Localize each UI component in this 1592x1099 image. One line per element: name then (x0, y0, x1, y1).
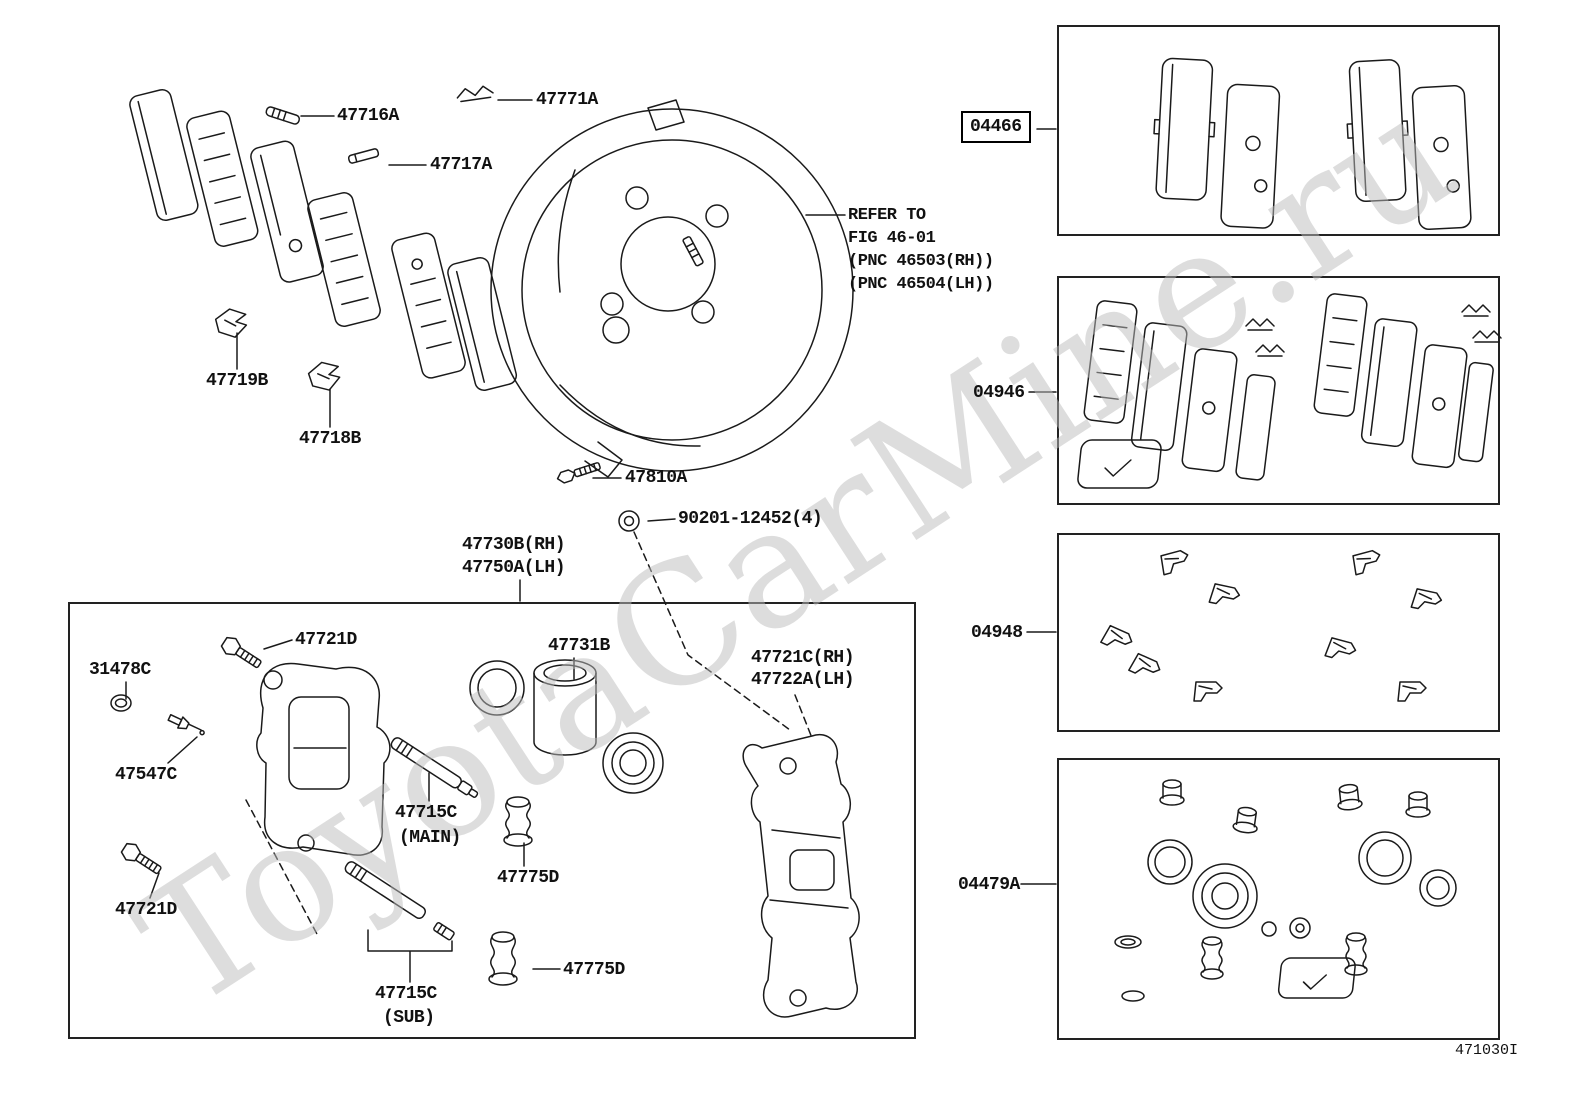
part-label-47721d-upper[interactable]: 47721D (295, 630, 357, 650)
pad-clip-47718B-drawing (307, 361, 341, 391)
kit-box-04948 (1057, 533, 1500, 732)
front-brake-pads-drawing (129, 88, 518, 391)
part-label-47775d-lower[interactable]: 47775D (563, 960, 625, 980)
part-label-47716a[interactable]: 47716A (337, 106, 399, 126)
leader-lines (125, 99, 1057, 983)
part-label-47718b[interactable]: 47718B (299, 429, 361, 449)
boot-47775D-lower-drawing (488, 931, 518, 986)
part-label-47731b[interactable]: 47731B (548, 636, 610, 656)
part-label-47715c-main[interactable]: 47715C (395, 803, 457, 823)
part-label-90201-12452[interactable]: 90201-12452(4) (678, 509, 823, 529)
kit-box-04466 (1057, 25, 1500, 236)
part-label-47730b-rh[interactable]: 47730B(RH) (462, 535, 566, 555)
piston-and-seals-drawing (469, 659, 664, 794)
part-label-47750a-lh[interactable]: 47750A(LH) (462, 558, 566, 578)
refer-note-line-3: (PNC 46503(RH)) (848, 252, 994, 271)
part-label-47719b[interactable]: 47719B (206, 371, 268, 391)
part-label-47721d-lower[interactable]: 47721D (115, 900, 177, 920)
kit-04466-pads-drawing (1153, 57, 1472, 231)
washer-90201-drawing (618, 510, 640, 532)
refer-note-line-1: REFER TO (848, 206, 926, 225)
bolt-47721D-upper-drawing (220, 636, 262, 669)
part-label-47547c[interactable]: 47547C (115, 765, 177, 785)
slide-pin-main-drawing (390, 737, 479, 798)
kit-label-04946[interactable]: 04946 (973, 383, 1025, 403)
kit-box-04946 (1057, 276, 1500, 505)
slide-pin-sub-drawing (344, 861, 426, 920)
backing-plate-drawing (490, 99, 854, 478)
kit-04479A-seal-kit-drawing (1114, 779, 1457, 1002)
pad-clip-47771A-drawing (456, 85, 494, 103)
part-label-47771a[interactable]: 47771A (536, 90, 598, 110)
part-label-47717a[interactable]: 47717A (430, 155, 492, 175)
caliper-bracket-drawing (742, 733, 860, 1018)
part-label-31478c[interactable]: 31478C (89, 660, 151, 680)
kit-04948-fittings-drawing (1100, 549, 1443, 702)
boot-47775D-upper-drawing (503, 796, 533, 847)
refer-note: REFER TO FIG 46-01 (PNC 46503(RH)) (PNC … (848, 204, 994, 296)
kit-04946-contents-drawing (1077, 293, 1502, 489)
kit-box-04479A (1057, 758, 1500, 1040)
bolt-47721D-lower-drawing (120, 842, 162, 875)
pad-clip-47719B-drawing (214, 308, 248, 338)
part-label-47775d-upper[interactable]: 47775D (497, 868, 559, 888)
bolt-47810A-drawing (556, 462, 601, 484)
kit-label-04466[interactable]: 04466 (961, 111, 1031, 143)
part-label-sub-suffix: (SUB) (383, 1008, 435, 1028)
part-label-47715c-sub[interactable]: 47715C (375, 984, 437, 1004)
part-label-main-suffix: (MAIN) (399, 828, 461, 848)
refer-note-line-4: (PNC 46504(LH)) (848, 275, 994, 294)
refer-note-line-2: FIG 46-01 (848, 229, 936, 248)
caliper-body-drawing (256, 662, 391, 856)
pad-support-pin-drawing (265, 106, 301, 125)
part-label-47722a-lh[interactable]: 47722A(LH) (751, 670, 855, 690)
pad-clip-47717A-drawing (347, 148, 380, 164)
sub-pin-bolt-drawing (433, 922, 455, 941)
kit-label-04479a[interactable]: 04479A (958, 875, 1020, 895)
cap-31478C-drawing (110, 694, 132, 712)
kit-label-04948[interactable]: 04948 (971, 623, 1023, 643)
part-label-47810a[interactable]: 47810A (625, 468, 687, 488)
caliper-assembly-box (68, 602, 916, 1039)
diagram-code: 471030I (1455, 1042, 1519, 1059)
part-label-47721c-rh[interactable]: 47721C(RH) (751, 648, 855, 668)
bleeder-47547C-drawing (167, 713, 205, 736)
